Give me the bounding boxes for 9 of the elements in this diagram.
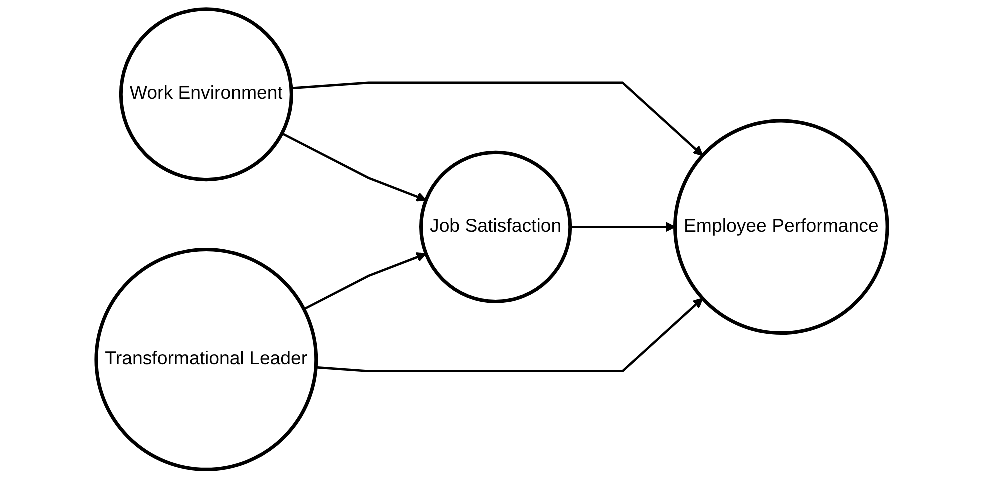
node-circle: Employee Performance bbox=[674, 119, 890, 336]
node-circle: Transformational Leader bbox=[94, 248, 318, 472]
arrow bbox=[291, 82, 704, 156]
arrow bbox=[316, 298, 704, 373]
arrow bbox=[282, 132, 427, 202]
node-circle: Job Satisfaction bbox=[420, 150, 572, 304]
arrow bbox=[304, 252, 427, 310]
node-circle: Work Environment bbox=[119, 8, 294, 182]
arrow bbox=[570, 222, 676, 232]
